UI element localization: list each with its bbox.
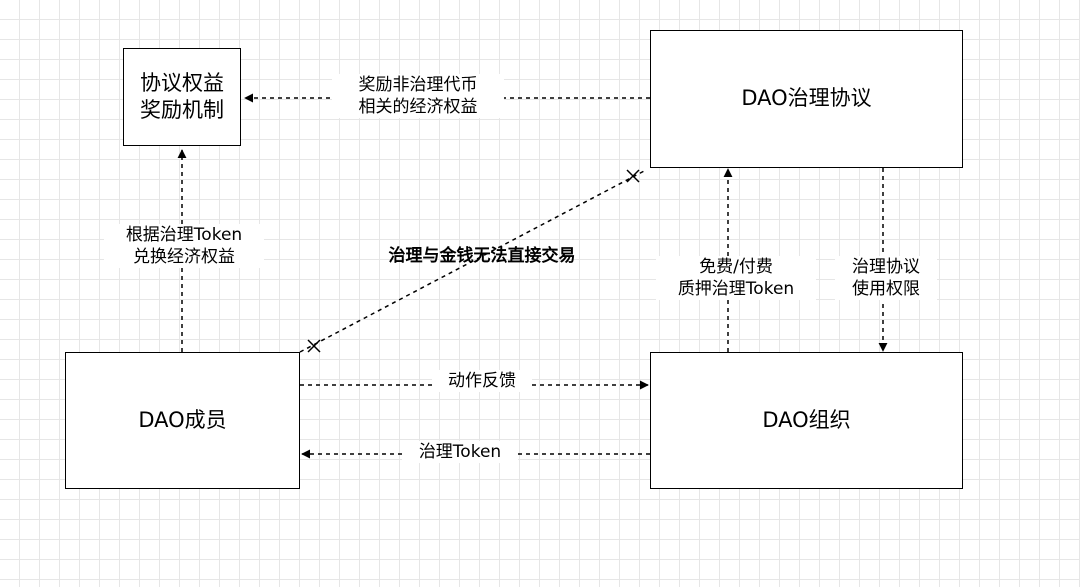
edge-label-org-to-member: 治理Token (402, 441, 518, 464)
edge-member-protocol-blocked (299, 169, 647, 353)
node-dao-member[interactable]: DAO成员 (65, 352, 300, 489)
edge-label-member-to-org: 动作反馈 (432, 370, 532, 393)
node-dao-org-label: DAO组织 (762, 407, 851, 432)
edge-label-protocol-to-org: 治理协议 使用权限 (835, 256, 937, 301)
node-reward-mechanism[interactable]: 协议权益 奖励机制 (123, 48, 241, 146)
edge-label-org-to-protocol: 免费/付费 质押治理Token (656, 256, 816, 301)
node-dao-member-label: DAO成员 (138, 407, 227, 432)
edge-label-protocol-to-reward: 奖励非治理代币 相关的经济权益 (332, 74, 504, 119)
node-dao-protocol-label: DAO治理协议 (741, 86, 872, 111)
node-dao-protocol[interactable]: DAO治理协议 (650, 30, 963, 168)
node-dao-org[interactable]: DAO组织 (650, 352, 963, 489)
cross-mark-protocol-end (626, 169, 640, 183)
edge-label-member-to-reward: 根据治理Token 兑换经济权益 (104, 224, 264, 269)
node-reward-mechanism-label: 协议权益 奖励机制 (140, 70, 224, 122)
edge-label-member-protocol-blocked: 治理与金钱无法直接交易 (388, 246, 576, 266)
cross-mark-member-end (307, 339, 321, 353)
